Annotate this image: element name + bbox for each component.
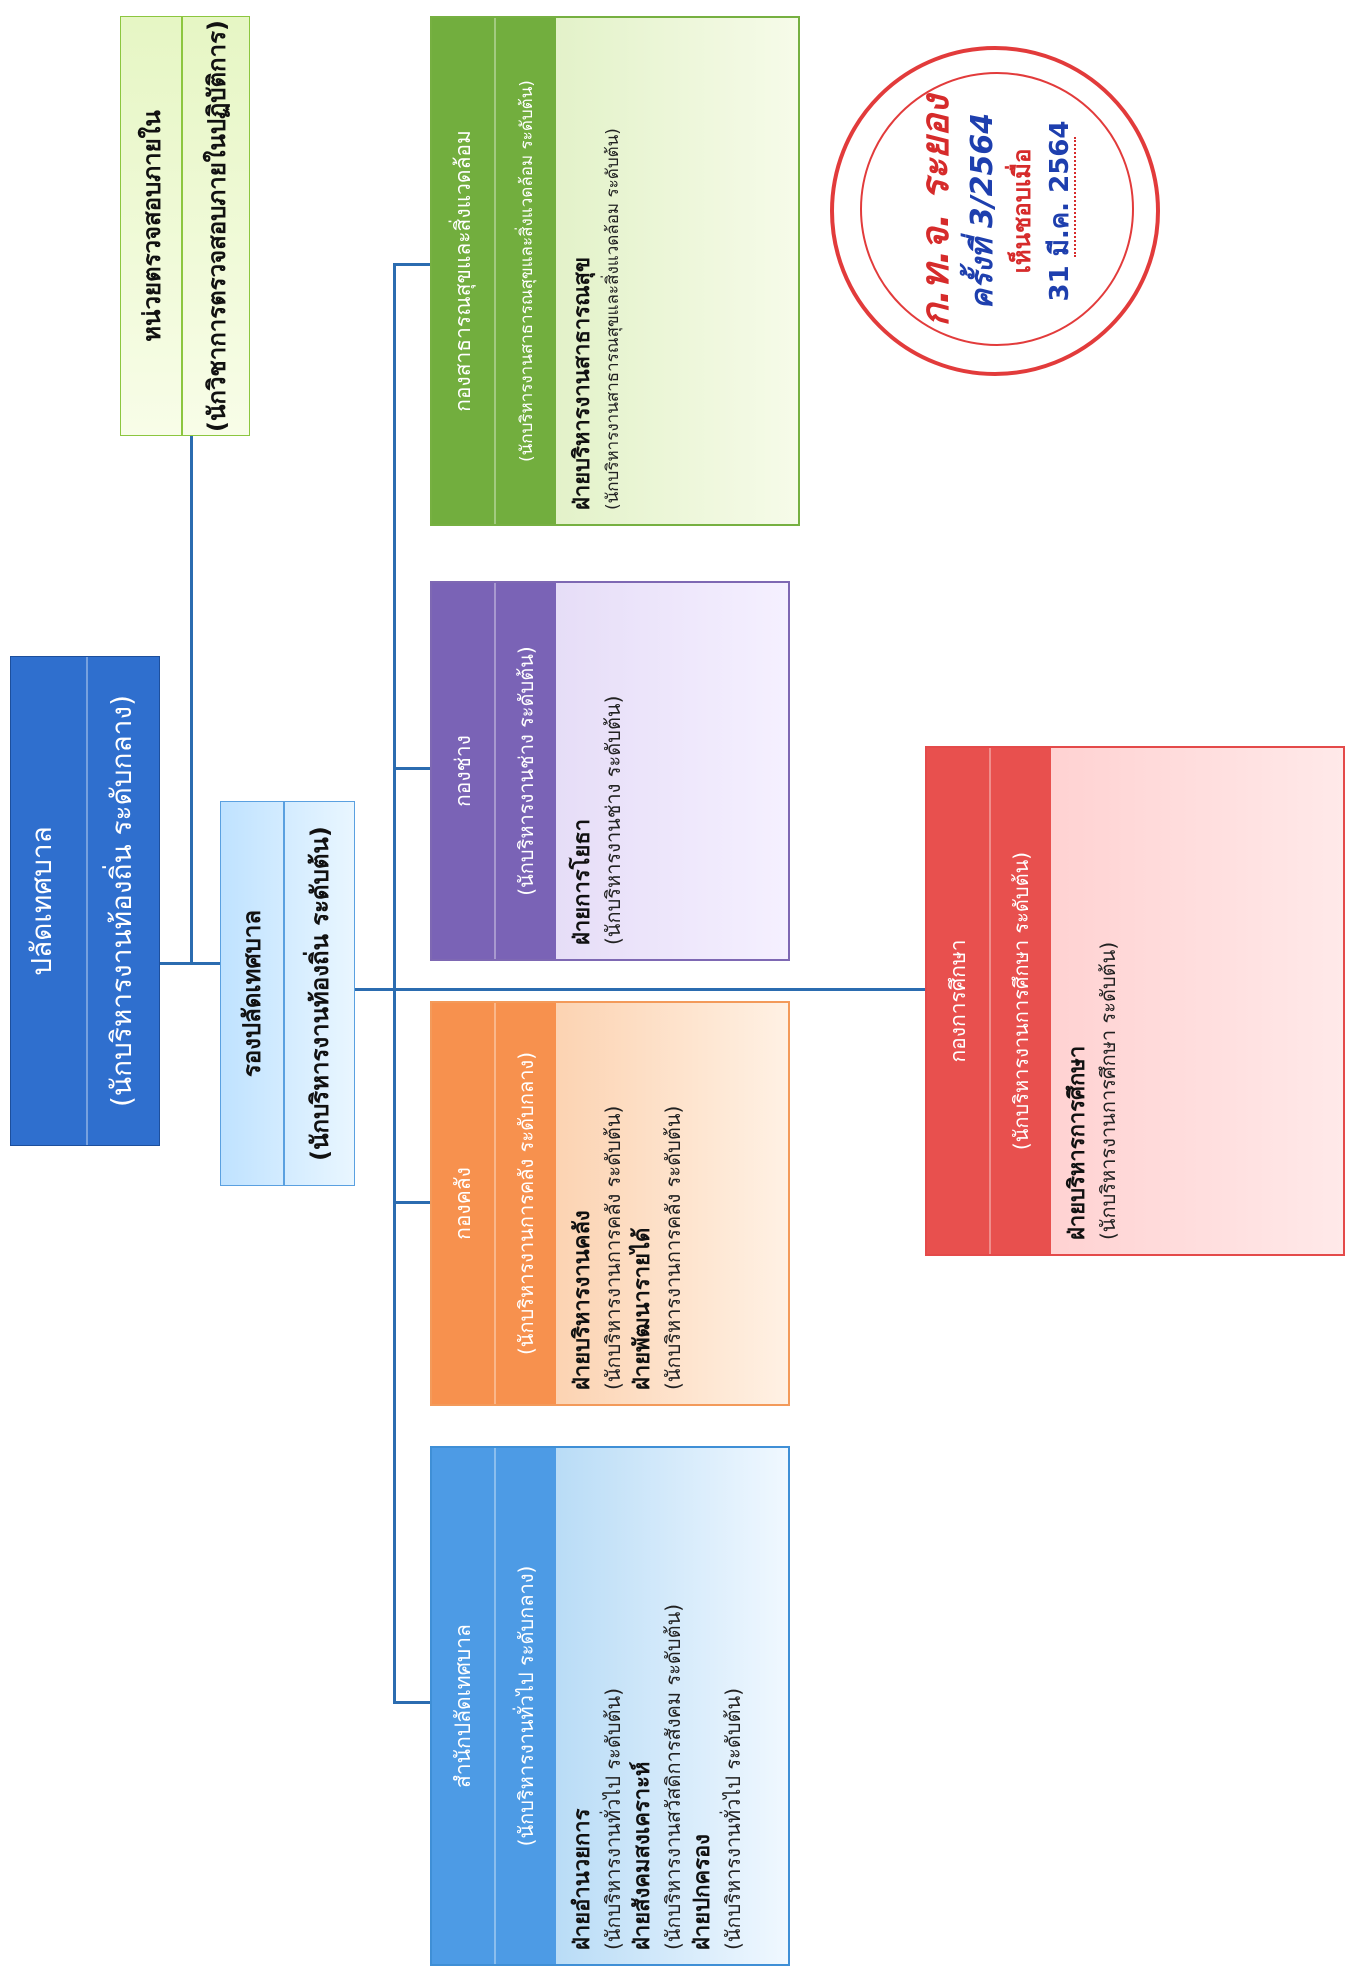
division-education: กองการศึกษา (นักบริหารงานการศึกษา ระดับต… [925, 746, 1345, 1256]
audit-title: หน่วยตรวจสอบภายใน [137, 110, 166, 342]
stamp-committee: ก.ท.จ. ระยอง [913, 95, 957, 327]
audit-subtitle: (นักวิชาการตรวจสอบภายในปฏิบัติการ) [181, 17, 249, 435]
division-subtitle: (นักบริหารงานการศึกษา ระดับต้น) [989, 748, 1051, 1254]
division-subtitle: (นักบริหารงานการคลัง ระดับกลาง) [494, 1003, 556, 1404]
division-sections: ฝ่ายการโยธา (นักบริหารงานช่าง ระดับต้น) [568, 593, 778, 945]
division-title: สำนักปลัดเทศบาล [450, 1624, 475, 1788]
connector-edu-bus [393, 988, 925, 991]
connector-division-bus [393, 264, 396, 1704]
division-subtitle: (นักบริหารงานทั่วไป ระดับกลาง) [494, 1448, 556, 1964]
division-title: กองสาธารณสุขและสิ่งแวดล้อม [450, 130, 475, 412]
mayor-box: ปลัดเทศบาล (นักบริหารงานท้องถิ่น ระดับกล… [10, 656, 160, 1146]
deputy-subtitle: (นักบริหารงานท้องถิ่น ระดับต้น) [283, 802, 353, 1185]
division-title: กองคลัง [450, 1167, 475, 1240]
division-sections: ฝ่ายบริหารการศึกษา (นักบริหารงานการศึกษา… [1063, 758, 1333, 1240]
division-finance: กองคลัง (นักบริหารงานการคลัง ระดับกลาง) … [430, 1001, 790, 1406]
section-title: ฝ่ายบริหารงานคลัง [570, 1210, 595, 1390]
connector-office [393, 1701, 433, 1704]
section-title: ฝ่ายอำนวยการ [570, 1808, 595, 1950]
section-subtitle: (นักบริหารงานการคลัง ระดับต้น) [661, 1105, 685, 1390]
section-title: ฝ่ายการโยธา [570, 818, 595, 945]
division-subtitle: (นักบริหารงานช่าง ระดับต้น) [494, 583, 556, 959]
connector-finance [393, 1201, 433, 1204]
section-subtitle: (นักบริหารงานทั่วไป ระดับต้น) [721, 1687, 745, 1950]
connector-deputy-down [355, 988, 395, 991]
section-subtitle: (นักบริหารงานทั่วไป ระดับต้น) [601, 1687, 625, 1950]
section-title: ฝ่ายบริหารงานสาธารณสุข [570, 257, 595, 510]
approval-stamp: ก.ท.จ. ระยอง ครั้งที่ 3/2564 เห็นชอบเมื่… [830, 46, 1160, 376]
division-sections: ฝ่ายบริหารงานสาธารณสุข (นักบริหารงานสาธา… [568, 28, 788, 510]
section-subtitle: (นักบริหารงานช่าง ระดับต้น) [601, 695, 625, 945]
mayor-subtitle: (นักบริหารงานท้องถิ่น ระดับกลาง) [86, 657, 156, 1145]
mayor-title: ปลัดเทศบาล [25, 826, 58, 976]
division-subtitle: (นักบริหารงานสาธารณสุขและสิ่งแวดล้อม ระด… [494, 18, 556, 524]
section-subtitle: (นักบริหารงานสวัสดิการสังคม ระดับต้น) [661, 1603, 685, 1950]
division-title: กองการศึกษา [945, 939, 970, 1063]
deputy-title: รองปลัดเทศบาล [237, 909, 266, 1078]
division-title: กองช่าง [450, 735, 475, 807]
section-subtitle: (นักบริหารงานการคลัง ระดับต้น) [601, 1105, 625, 1390]
deputy-box: รองปลัดเทศบาล (นักบริหารงานท้องถิ่น ระดั… [220, 801, 355, 1186]
division-office-of-clerk: สำนักปลัดเทศบาล (นักบริหารงานทั่วไป ระดั… [430, 1446, 790, 1966]
connector-env [393, 263, 433, 266]
section-title: ฝ่ายพัฒนารายได้ [630, 1227, 655, 1390]
stamp-underline [1074, 137, 1076, 257]
section-subtitle: (นักบริหารงานสาธารณสุขและสิ่งแวดล้อม ระด… [603, 128, 623, 510]
section-title: ฝ่ายบริหารการศึกษา [1065, 1045, 1090, 1240]
division-sections: ฝ่ายอำนวยการ (นักบริหารงานทั่วไป ระดับต้… [568, 1458, 778, 1950]
stamp-approved-label: เห็นชอบเมื่อ [1008, 148, 1036, 274]
section-subtitle: (นักบริหารงานการศึกษา ระดับต้น) [1096, 941, 1120, 1240]
connector-audit-horizontal [190, 430, 193, 965]
stamp-session: ครั้งที่ 3/2564 [965, 112, 1000, 310]
internal-audit-box: หน่วยตรวจสอบภายใน (นักวิชาการตรวจสอบภายใ… [120, 16, 250, 436]
section-title: ฝ่ายปกครอง [690, 1834, 715, 1950]
division-public-works: กองช่าง (นักบริหารงานช่าง ระดับต้น) ฝ่าย… [430, 581, 790, 961]
connector-public [393, 767, 433, 770]
division-public-health-environment: กองสาธารณสุขและสิ่งแวดล้อม (นักบริหารงาน… [430, 16, 800, 526]
section-title: ฝ่ายสังคมสงเคราะห์ [630, 1761, 655, 1950]
division-sections: ฝ่ายบริหารงานคลัง (นักบริหารงานการคลัง ร… [568, 1013, 778, 1390]
